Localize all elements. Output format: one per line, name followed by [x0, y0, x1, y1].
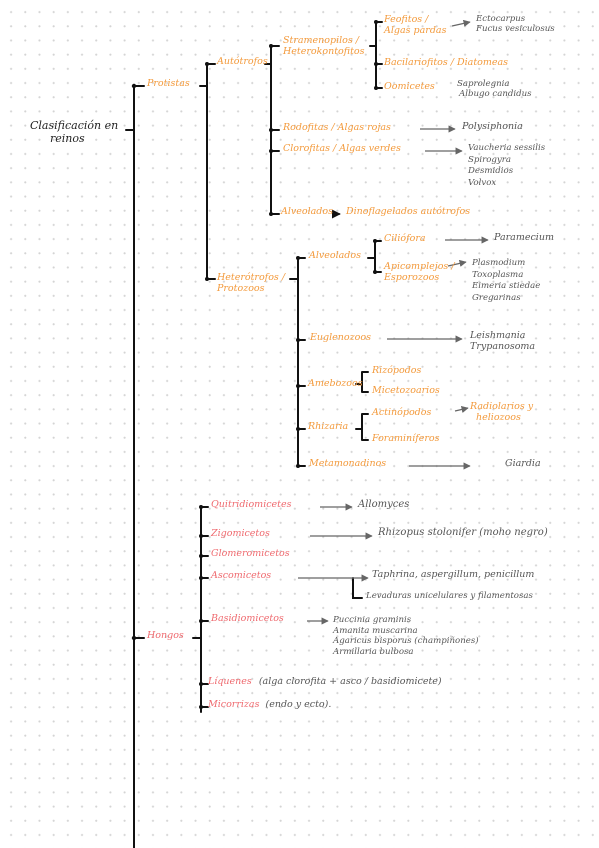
alveolados-het-label: Alveolados — [309, 250, 361, 261]
heterotrofos-label: Heterótrofos / Protozoos — [217, 272, 286, 294]
alveolados-bracket — [367, 240, 382, 273]
alveolados-aut-label: Alveolados — [281, 206, 333, 217]
ciliofora-label: Ciliófora — [384, 233, 426, 244]
zigomicetos-label: Zigomicetos — [211, 528, 270, 539]
apicomplejos-examples: Plasmodium Toxoplasma Eimeria stiedae Gr… — [472, 258, 541, 303]
metamonadinos-label: Metamonadinos — [309, 458, 387, 469]
foraminiferos-label: Foraminíferos — [372, 433, 440, 444]
rhizaria-bracket — [355, 413, 369, 441]
bacilariofitos-label: Bacilariofitos / Diatomeas — [384, 57, 509, 68]
ciliofora-example: Paramecium — [494, 232, 554, 243]
feofitos-examples: Ectocarpus Fucus vesiculosus — [476, 14, 555, 34]
ascomicetos-example-2: Levaduras unicelulares y filamentosas — [366, 591, 533, 601]
micorrizas-note: (endo y ecto). — [265, 699, 332, 710]
heterotrofos-bracket — [289, 257, 306, 467]
protistas-bracket — [199, 63, 216, 280]
liquenes-note: (alga clorofita + asco / basidiomicete) — [258, 676, 442, 687]
rizopodos-label: Rizópodos — [372, 365, 422, 376]
amebozoos-bracket — [355, 371, 369, 393]
hongos-bracket — [192, 506, 209, 713]
basidiomicetos-examples: Puccinia graminis Amanita muscarina Agar… — [333, 615, 479, 658]
micorrizas-label: Micorrizas (endo y ecto). — [208, 699, 332, 710]
oomicetes-examples: Saprolegnia Albugo candidus — [457, 79, 532, 99]
actinopodos-label: Actinópodos — [372, 407, 432, 418]
autotrofos-label: Autótrofos — [217, 56, 268, 67]
euglenozoos-examples: Leishmania Trypanosoma — [470, 330, 536, 352]
rodofitas-example: Polysiphonia — [462, 121, 523, 132]
stramenopilos-bracket — [369, 21, 383, 89]
stramenopilos-label: Stramenopilos / Heterokontofitos — [283, 35, 365, 57]
oomicetes-label: Oomicetes — [384, 81, 435, 92]
amebozoos-label: Amebozoos — [308, 378, 363, 389]
basidiomicetos-label: Basidiomicetos — [211, 613, 284, 624]
rodofitas-label: Rodofitas / Algas rojas — [283, 122, 391, 133]
micetozoarios-label: Micetozoarios — [372, 385, 440, 396]
radiolarios-label: Radiolarios y heliozoos — [470, 401, 534, 423]
dinoflagelados-label: Dinoflagelados autótrofos — [346, 206, 471, 217]
hongos-label: Hongos — [147, 630, 184, 641]
zigomicetos-example: Rhizopus stolonifer (moho negro) — [378, 527, 548, 538]
ascomicetos-example-1: Taphrina, aspergillum, penicillum — [372, 569, 535, 580]
ascomicetos-label: Ascomicetos — [211, 570, 272, 581]
liquenes-label: Líquenes (alga clorofita + asco / basidi… — [208, 676, 442, 687]
rhizaria-label: Rhizaria — [308, 421, 349, 432]
glomeromicetos-label: Glomeromicetos — [211, 548, 290, 559]
euglenozoos-label: Euglenozoos — [310, 332, 371, 343]
clorofitas-label: Clorofitas / Algas verdes — [283, 143, 401, 154]
apicomplejos-label: Apicomplejos / Esporozoos — [384, 261, 455, 283]
protistas-label: Protistas — [147, 78, 190, 89]
metamonadinos-example: Giardia — [505, 458, 541, 469]
root-label: Clasificación en reinos — [30, 119, 119, 145]
feofitos-label: Feofitos / Algas pardas — [384, 14, 447, 36]
quitridiomicetes-label: Quitridiomicetes — [211, 499, 292, 510]
clorofitas-examples: Vaucheria sessilis Spirogyra Desmidios V… — [468, 143, 546, 188]
quitridiomicetes-example: Allomyces — [358, 499, 410, 510]
